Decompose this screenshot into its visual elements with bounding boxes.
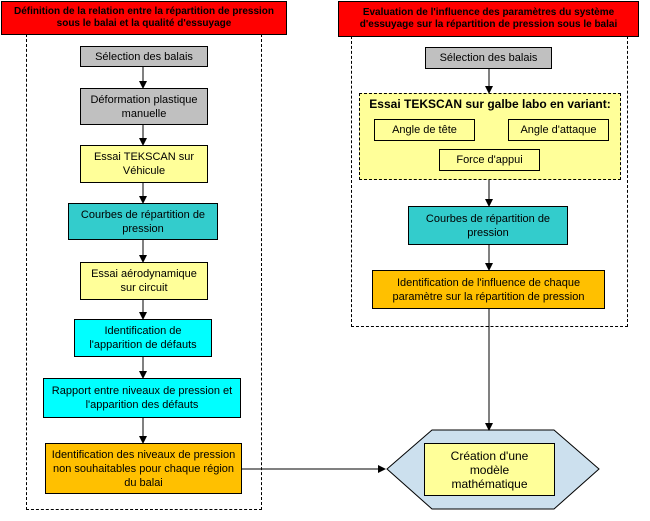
left-identification-defauts-box: Identification de l'apparition de défaut… [74, 319, 212, 357]
right-influence-box: Identification de l'influence de chaque … [372, 270, 605, 309]
left-deformation-box: Déformation plastique manuelle [80, 88, 208, 125]
right-angle-attaque-box: Angle d'attaque [508, 119, 609, 141]
right-angle-tete-box: Angle de tête [374, 119, 475, 141]
right-selection-box: Sélection des balais [425, 47, 552, 69]
left-aero-box: Essai aérodynamique sur circuit [80, 262, 208, 300]
right-essai-header: Essai TEKSCAN sur galbe labo en variant: [369, 97, 611, 111]
left-tekscan-vehicule-box: Essai TEKSCAN sur Véhicule [80, 145, 208, 183]
right-courbes-box: Courbes de répartition de pression [408, 206, 568, 245]
final-model-box: Création d'une modèle mathématique [424, 443, 555, 496]
left-courbes-box: Courbes de répartition de pression [68, 203, 218, 240]
left-niveaux-box: Identification des niveaux de pression n… [45, 443, 242, 494]
right-section-title: Evaluation de l'influence des paramètres… [338, 1, 639, 37]
left-section-title: Définition de la relation entre la répar… [1, 1, 287, 35]
left-selection-box: Sélection des balais [80, 46, 208, 67]
right-force-appui-box: Force d'appui [439, 149, 540, 171]
left-rapport-box: Rapport entre niveaux de pression et l'a… [43, 378, 241, 418]
